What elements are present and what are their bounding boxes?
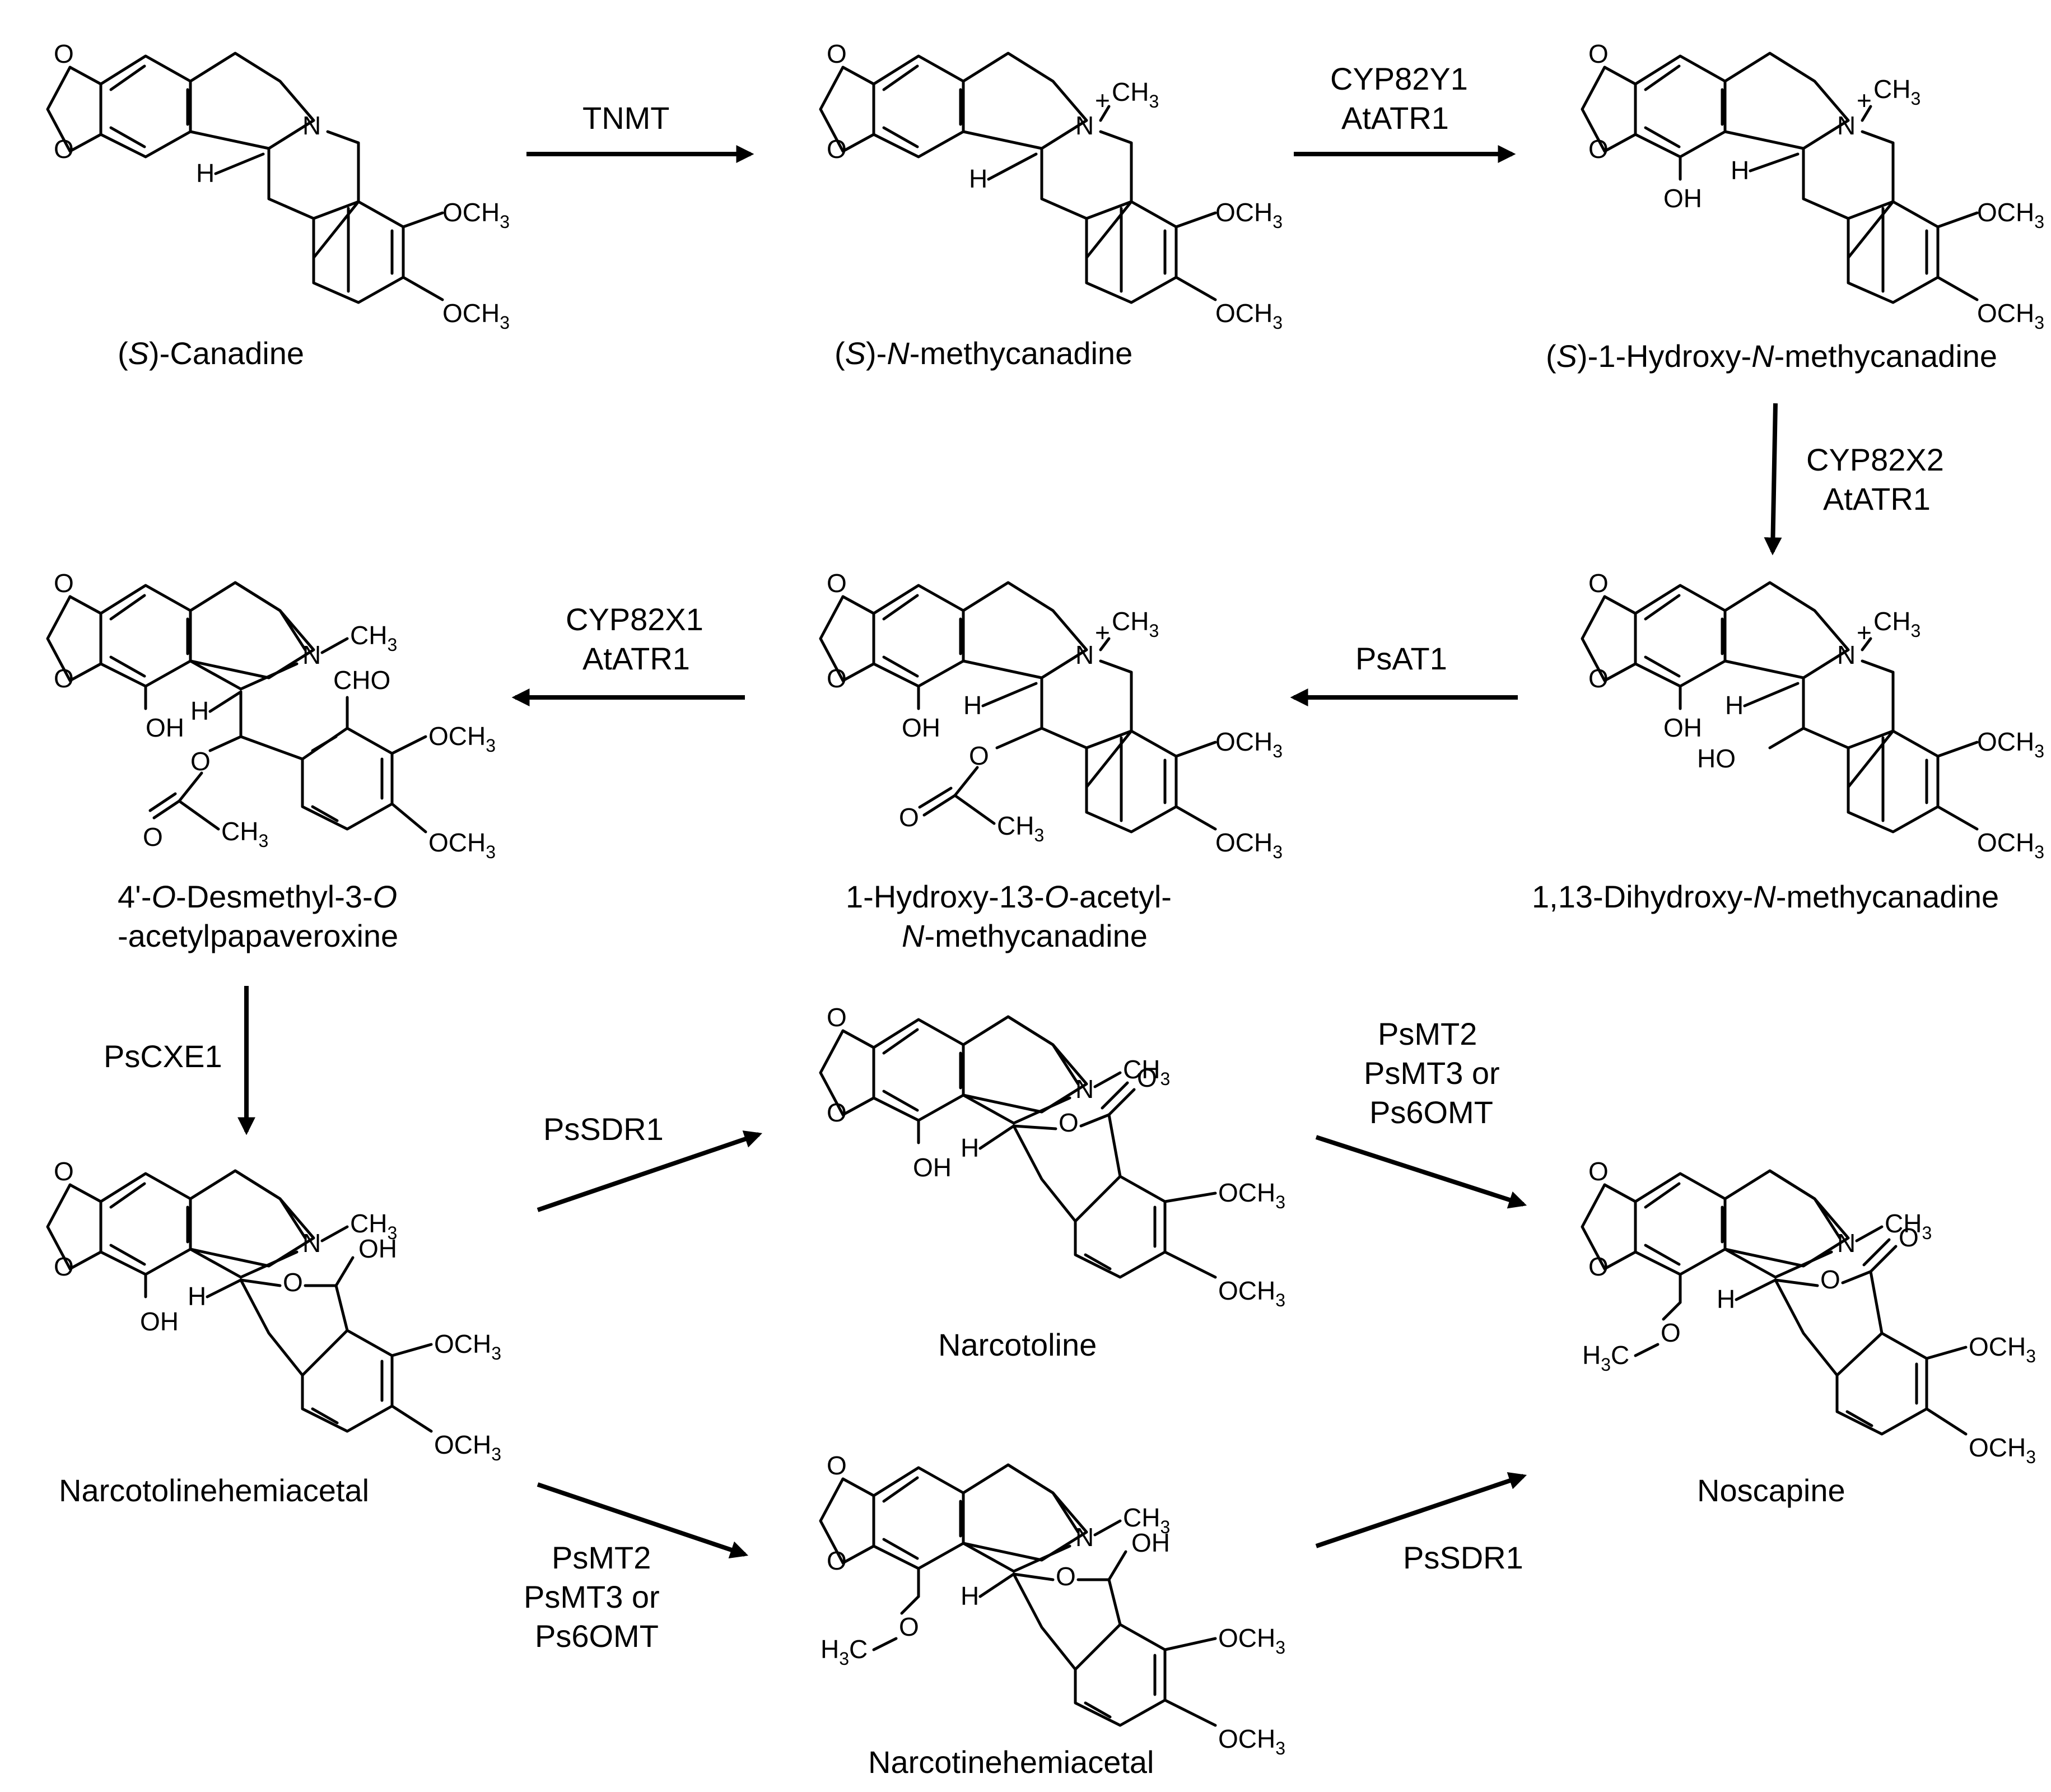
- methoxy-upper-label: OCH3: [434, 1329, 501, 1363]
- hydroxy-label: OH: [1663, 184, 1702, 213]
- n-methyl-label: CH3: [1873, 607, 1921, 641]
- aryl-methoxy-label: H3C: [821, 1635, 868, 1669]
- enzyme-cyp82x2: CYP82X2: [1806, 442, 1944, 477]
- enzyme-cyp82y1: CYP82Y1: [1330, 61, 1468, 96]
- stereo-hydrogen: H: [1731, 156, 1749, 185]
- methoxy-lower-label: OCH3: [428, 828, 496, 862]
- label-noscapine: Noscapine: [1697, 1473, 1845, 1508]
- acetyl-oxygen: O: [969, 741, 989, 770]
- enzyme-psat1: PsAT1: [1355, 641, 1447, 676]
- stereo-hydrogen: H: [961, 1133, 979, 1162]
- lactone-carbonyl-oxygen: O: [1137, 1063, 1157, 1092]
- lactol-hydroxy-label: OH: [1131, 1528, 1170, 1557]
- stereo-hydrogen: H: [196, 159, 215, 188]
- enzyme-atatr1-row1: AtATR1: [1341, 100, 1449, 136]
- carbonyl-oxygen: O: [143, 822, 163, 851]
- structure-narcotolinehemiacetal: OH H O OH OCH3 OCH3: [48, 1157, 501, 1464]
- enzyme-tnmt: TNMT: [582, 100, 670, 136]
- enzyme-psmt2-upper: PsMT2: [1378, 1016, 1477, 1051]
- hydroxy-label: OH: [140, 1307, 179, 1336]
- hydroxy-label: OH: [913, 1153, 952, 1182]
- structure-1-hydroxy-13-o-acetyl-n-methylcanadine: OH H O O CH3 + CH3: [821, 569, 1283, 862]
- methoxy-upper-label: OCH3: [1218, 1178, 1285, 1212]
- structure-n-methylcanadine: H + CH3: [821, 39, 1283, 333]
- label-1-13-dihydroxy-n-methylcanadine: 1,13-Dihydroxy-N-methycanadine: [1532, 879, 1999, 914]
- structure-1-hydroxy-n-methylcanadine: OH H + CH3: [1582, 39, 2044, 333]
- label-n-methylcanadine: (S)-N-methycanadine: [835, 336, 1132, 371]
- stereo-hydrogen: H: [1725, 691, 1744, 720]
- stereo-hydrogen: H: [961, 1581, 979, 1611]
- lactol-hydroxy-label: OH: [358, 1234, 397, 1263]
- acetyl-methyl-label: CH3: [221, 817, 268, 851]
- enzyme-pscxe1: PsCXE1: [104, 1039, 222, 1074]
- methoxy-lower-label: OCH3: [1218, 1276, 1285, 1310]
- n-plus-charge: +: [1095, 618, 1110, 647]
- label-desmethyl-line2: -acetylpapaveroxine: [118, 918, 398, 953]
- stereo-hydrogen: H: [963, 691, 982, 720]
- label-narcotoline: Narcotoline: [938, 1327, 1097, 1362]
- aryl-methoxy-label: H3C: [1582, 1340, 1629, 1375]
- carbonyl-oxygen: O: [899, 803, 919, 832]
- lactone-ring-oxygen: O: [1059, 1108, 1079, 1137]
- structure-narcotoline: OH H O O OCH3 OCH3: [821, 1003, 1285, 1310]
- enzyme-ps6omt-lower: Ps6OMT: [535, 1618, 659, 1654]
- methoxy-lower-label: OCH3: [434, 1430, 501, 1464]
- enzyme-atatr1-right: AtATR1: [1823, 481, 1931, 516]
- label-narcotolinehemiacetal: Narcotolinehemiacetal: [59, 1473, 369, 1508]
- enzyme-pssdr1-upper: PsSDR1: [543, 1111, 664, 1147]
- stereo-hydrogen: H: [188, 1282, 206, 1311]
- structure-4-o-desmethyl-3-o-acetylpapaveroxine: OH H O O CH3 CHO OCH3 OCH3: [48, 569, 496, 862]
- arrow-psmt-lower: [537, 1482, 749, 1558]
- stereo-hydrogen: H: [1717, 1284, 1735, 1314]
- aldehyde-label: CHO: [333, 665, 390, 695]
- enzyme-psmt3-lower: PsMT3 or: [524, 1579, 660, 1614]
- enzyme-psmt3-upper: PsMT3 or: [1364, 1055, 1500, 1091]
- methoxy-upper-label: OCH3: [1969, 1332, 2036, 1366]
- label-canadine: (S)-Canadine: [118, 336, 304, 371]
- structure-1-13-dihydroxy-n-methylcanadine: OH H HO + CH3: [1582, 569, 2044, 862]
- structure-narcotinehemiacetal: O H3C H O OH OCH3 OCH3: [821, 1451, 1285, 1758]
- n-methyl-label: CH3: [1873, 75, 1921, 109]
- methoxy-ether-oxygen: O: [899, 1612, 919, 1641]
- n-methyl-label: CH3: [1112, 607, 1159, 641]
- arrow-pssdr1-lower: [1315, 1472, 1527, 1548]
- hydroxy-label: OH: [1663, 713, 1702, 742]
- enzyme-cyp82x1: CYP82X1: [566, 602, 703, 637]
- label-1-hydroxy-13-o-acetyl-line1: 1-Hydroxy-13-O-acetyl-: [846, 879, 1172, 914]
- enzyme-psmt2-lower: PsMT2: [552, 1540, 651, 1575]
- n-methyl-label: CH3: [1112, 77, 1159, 111]
- lactone-carbonyl-oxygen: O: [1899, 1223, 1919, 1252]
- structure-noscapine: O H3C H O O OCH3 OCH3: [1582, 1157, 2036, 1467]
- methoxy-upper-label: OCH3: [1218, 1623, 1285, 1658]
- lactol-ring-oxygen: O: [1056, 1562, 1076, 1591]
- methoxy-upper-label: OCH3: [428, 722, 496, 756]
- acetyl-oxygen: O: [190, 747, 211, 776]
- hydroxy-label: OH: [146, 713, 184, 742]
- stereo-hydrogen: H: [969, 164, 987, 193]
- enzyme-pssdr1-lower: PsSDR1: [1403, 1540, 1523, 1575]
- acetyl-methyl-label: CH3: [997, 811, 1044, 845]
- label-desmethyl-line1: 4'-O-Desmethyl-3-O: [118, 879, 397, 914]
- stereo-hydrogen: H: [190, 696, 209, 725]
- structure-canadine: H: [48, 39, 510, 333]
- lactone-ring-oxygen: O: [1820, 1265, 1840, 1294]
- hydroxy-label: OH: [902, 713, 940, 742]
- methoxy-lower-label: OCH3: [1969, 1433, 2036, 1467]
- enzyme-atatr1-row2: AtATR1: [582, 641, 690, 676]
- hydroxy-13-label: HO: [1697, 744, 1736, 773]
- arrow-psmt-upper: [1315, 1135, 1527, 1209]
- methoxy-ether-oxygen: O: [1661, 1318, 1681, 1347]
- label-1-hydroxy-13-o-acetyl-line2: N-methycanadine: [902, 918, 1148, 953]
- n-plus-charge: +: [1857, 618, 1872, 647]
- label-1-hydroxy-n-methylcanadine: (S)-1-Hydroxy-N-methycanadine: [1546, 338, 1997, 374]
- arrow-cyp82x2: [1764, 403, 1782, 556]
- methoxy-lower-label: OCH3: [1218, 1724, 1285, 1758]
- label-narcotinehemiacetal: Narcotinehemiacetal: [868, 1744, 1154, 1780]
- lactol-ring-oxygen: O: [283, 1268, 303, 1297]
- enzyme-ps6omt-upper: Ps6OMT: [1369, 1095, 1493, 1130]
- arrow-pssdr1-upper: [537, 1130, 763, 1212]
